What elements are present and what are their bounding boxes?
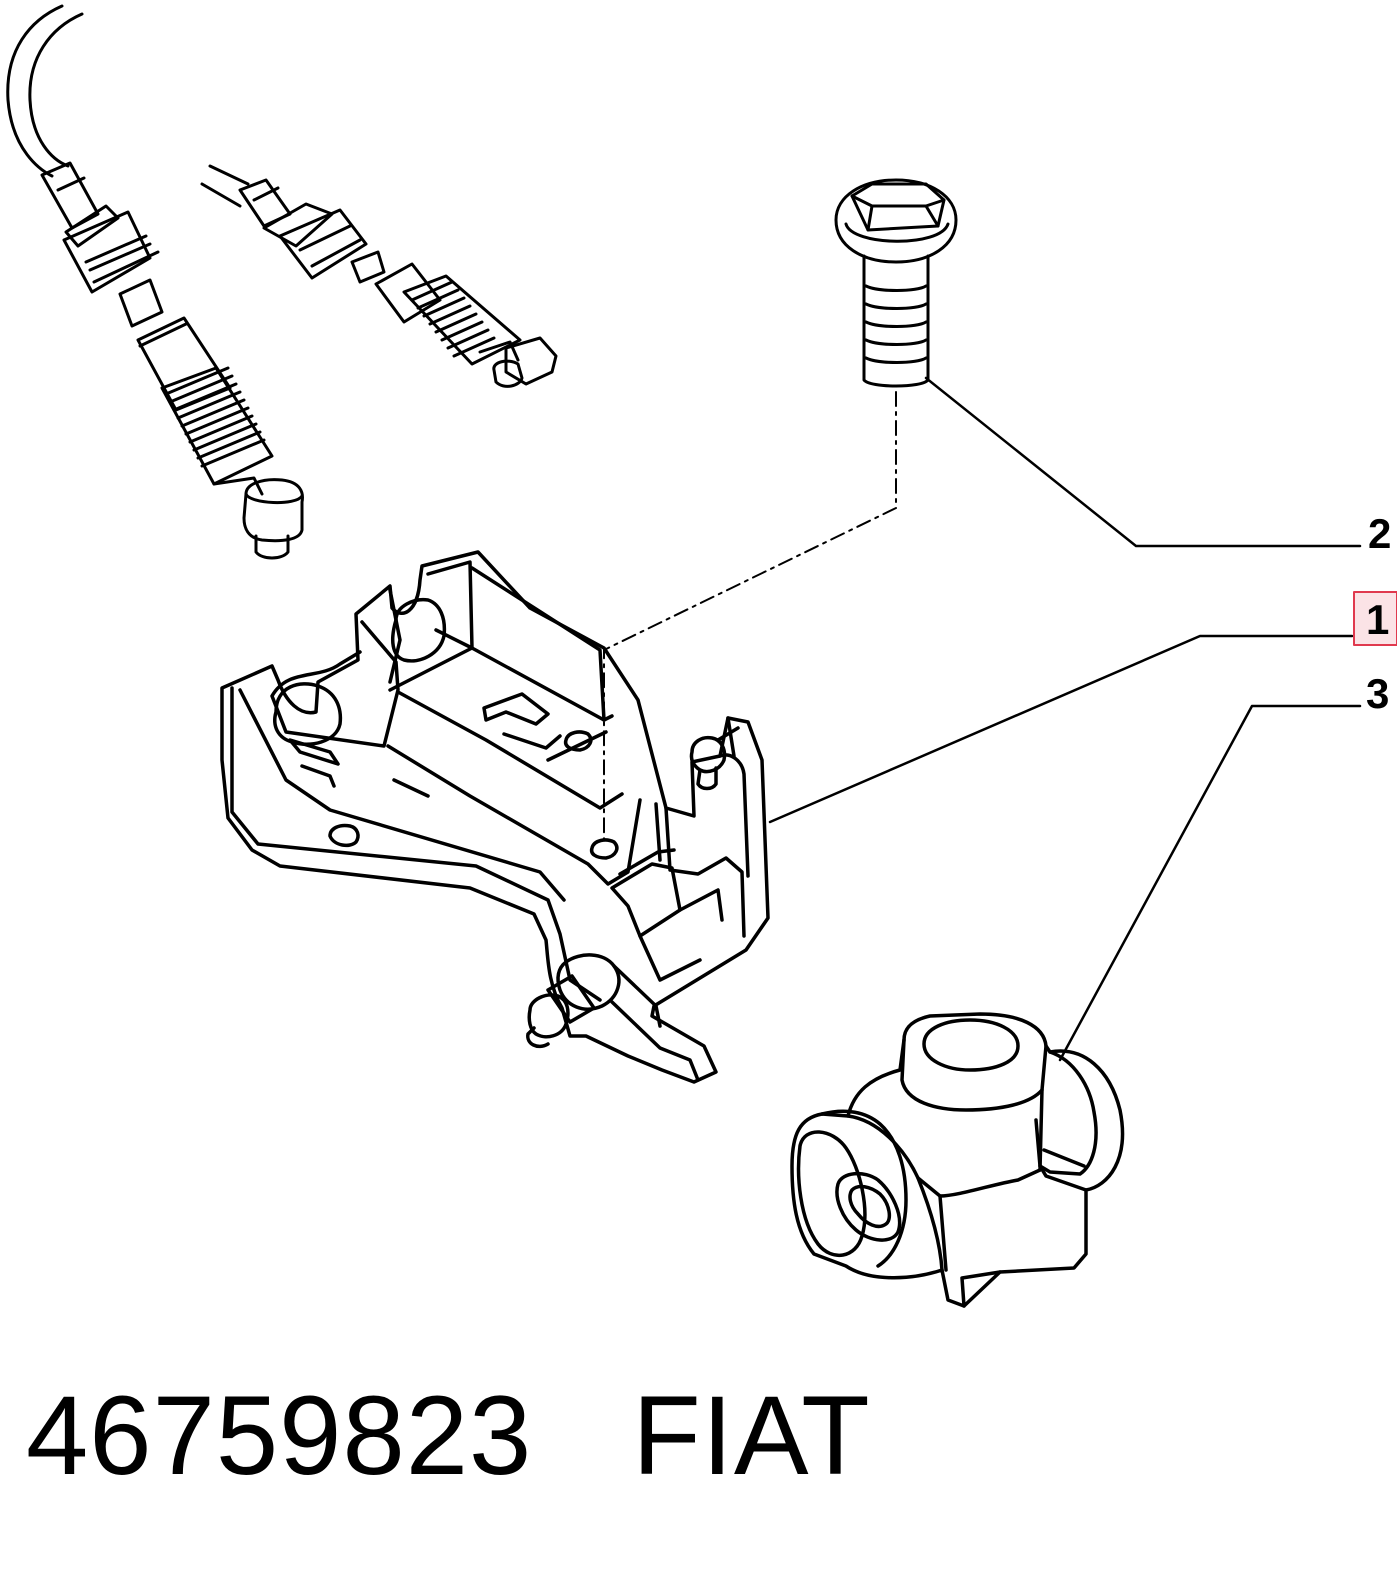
shift-cables (6, 4, 558, 560)
leader-line-3 (1058, 704, 1362, 1062)
alignment-dashed-line (603, 391, 897, 841)
part-caption: 46759823 FIAT (26, 1376, 871, 1496)
leader-line-1 (768, 634, 1354, 824)
callout-label-3: 3 (1366, 670, 1389, 717)
callout-highlight-box (1353, 591, 1397, 646)
brand-name: FIAT (632, 1373, 871, 1498)
flange-bolt (834, 178, 958, 388)
shift-mechanism-bracket (220, 550, 770, 1084)
callout-label-2: 2 (1368, 510, 1391, 557)
part-number: 46759823 (26, 1373, 533, 1498)
leader-line-2 (924, 376, 1362, 548)
callout-label-1: 1 (1366, 596, 1389, 643)
rubber-mount-bushing (790, 1012, 1125, 1308)
